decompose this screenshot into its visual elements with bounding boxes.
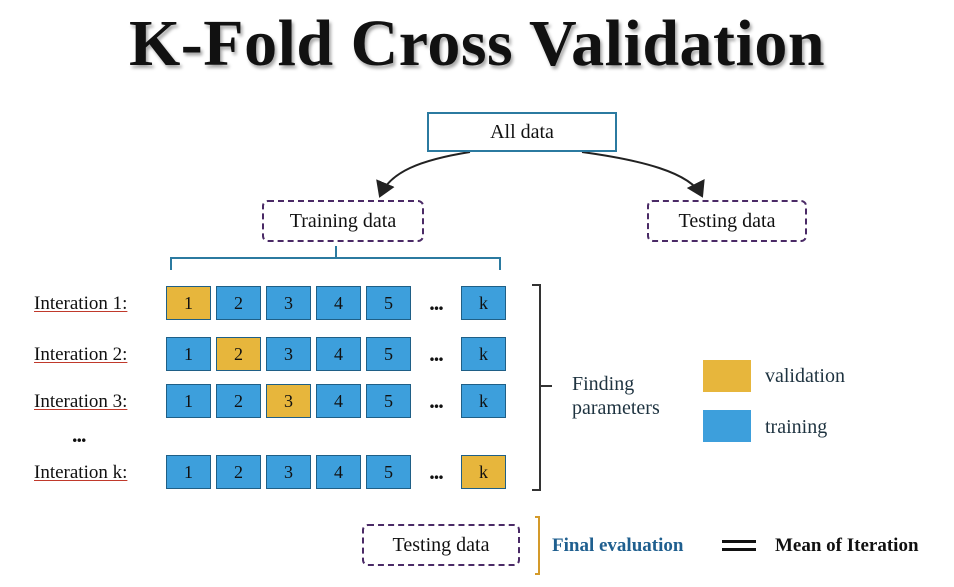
fold-ellipsis: ... <box>429 388 444 413</box>
finding-parameters-text: Finding parameters <box>572 373 660 419</box>
equals-sign <box>722 540 756 551</box>
fold-cell-training: 5 <box>366 455 411 489</box>
legend-training-swatch <box>703 410 751 442</box>
legend-validation-swatch <box>703 360 751 392</box>
fold-cell-training: 5 <box>366 384 411 418</box>
fold-ellipsis: ... <box>429 459 444 484</box>
fold-cell-training: 3 <box>266 286 311 320</box>
fold-cell-training: 2 <box>216 384 261 418</box>
page-title: K-Fold Cross Validation <box>128 7 826 80</box>
arrow-to-training <box>376 151 471 198</box>
fold-cell-training: k <box>461 337 506 371</box>
fold-cell-training: 3 <box>266 455 311 489</box>
fold-cell-training: 5 <box>366 286 411 320</box>
fold-cell-validation: 2 <box>216 337 261 371</box>
fold-cell-training: 2 <box>216 455 261 489</box>
final-evaluation-text: Final evaluation <box>552 535 684 556</box>
fold-cell-validation: 1 <box>166 286 211 320</box>
all-data-label: All data <box>490 120 554 143</box>
iteration-label: Interation 1: <box>34 293 128 314</box>
training-data-label: Training data <box>289 209 397 232</box>
fold-cell-training: 4 <box>316 286 361 320</box>
testing-data-bottom-label: Testing data <box>392 533 490 556</box>
training-data-box: Training data <box>262 200 424 242</box>
legend-training-label: training <box>765 416 828 438</box>
testing-data-label: Testing data <box>678 209 776 232</box>
all-data-box: All data <box>427 112 617 152</box>
fold-cell-training: 1 <box>166 455 211 489</box>
fold-cell-training: 1 <box>166 384 211 418</box>
training-brace <box>170 246 501 270</box>
fold-cell-training: k <box>461 286 506 320</box>
iterations-bracket <box>532 284 552 491</box>
fold-cell-validation: 3 <box>266 384 311 418</box>
iteration-ellipsis: ... <box>72 422 86 447</box>
legend-validation-label: validation <box>765 365 845 387</box>
fold-ellipsis: ... <box>429 341 444 366</box>
testing-data-box: Testing data <box>647 200 807 242</box>
fold-cell-training: 2 <box>216 286 261 320</box>
arrow-to-testing <box>581 151 705 198</box>
testing-data-bottom-box: Testing data <box>362 524 520 566</box>
iteration-label: Interation 3: <box>34 391 128 412</box>
fold-cell-training: 4 <box>316 384 361 418</box>
fold-cell-training: 4 <box>316 337 361 371</box>
fold-cell-training: 3 <box>266 337 311 371</box>
iteration-label: Interation k: <box>34 462 128 483</box>
fold-cell-training: 4 <box>316 455 361 489</box>
mean-of-iteration-text: Mean of Iteration <box>775 535 919 556</box>
fold-cell-training: 1 <box>166 337 211 371</box>
fold-cell-validation: k <box>461 455 506 489</box>
fold-cell-training: k <box>461 384 506 418</box>
fold-ellipsis: ... <box>429 290 444 315</box>
iteration-label: Interation 2: <box>34 344 128 365</box>
fold-cell-training: 5 <box>366 337 411 371</box>
final-bracket <box>535 516 540 575</box>
